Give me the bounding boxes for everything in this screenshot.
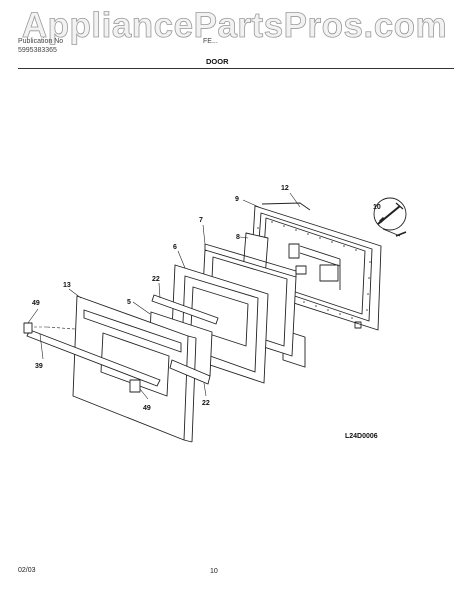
watermark-text: AppliancePartsPros.com [21,6,448,46]
header-rule [18,68,454,69]
callout-7: 7 [199,217,203,224]
publication-label: Publication No [18,38,64,45]
callout-6: 6 [173,244,177,251]
publication-number: 5995383365 [18,47,57,54]
callout-39: 39 [35,363,43,370]
callout-49-left: 49 [32,300,40,307]
footer-date: 02/03 [18,567,36,574]
callout-22-bottom: 22 [202,400,210,407]
callout-49-bottom: 49 [143,405,151,412]
diagram-code: L24D0006 [345,433,378,440]
model-number: FE... [203,38,218,45]
section-title: DOOR [206,57,229,66]
callout-12: 12 [281,185,289,192]
callout-22-top: 22 [152,276,160,283]
callout-13: 13 [63,282,71,289]
callout-5: 5 [127,299,131,306]
callout-8: 8 [236,234,240,241]
footer-page-number: 10 [210,568,218,575]
callout-9: 9 [235,196,239,203]
callout-10: 10 [373,204,381,211]
